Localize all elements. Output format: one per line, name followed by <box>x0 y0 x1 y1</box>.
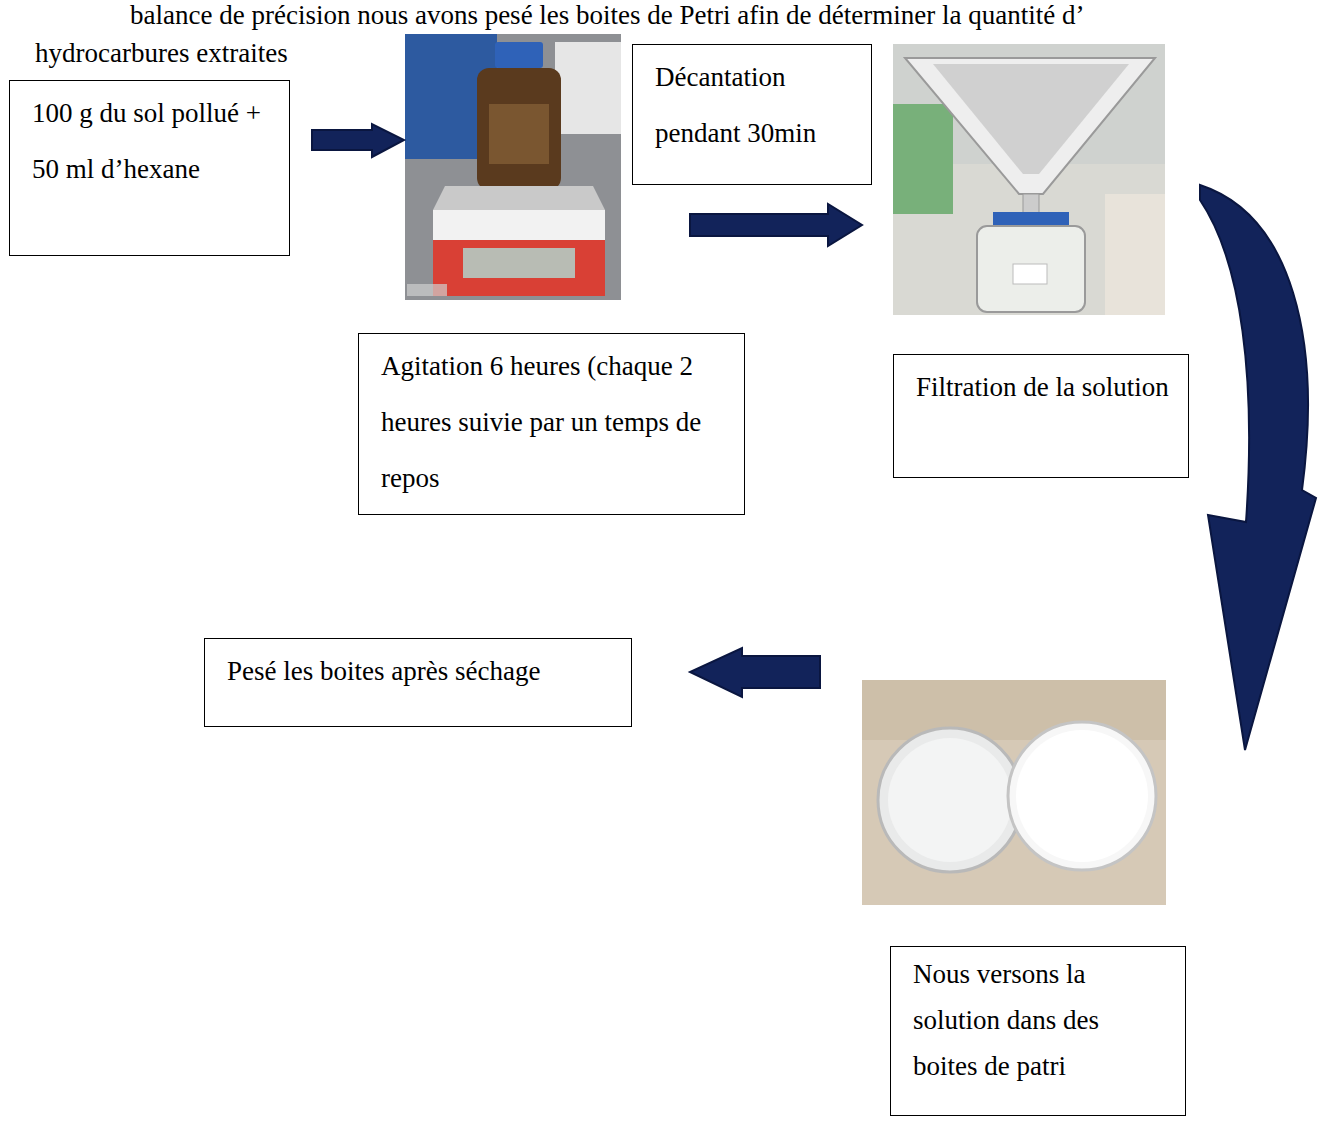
step-box: Nous versons la solution dans des boites… <box>890 946 1186 1116</box>
step-box: Agitation 6 heures (chaque 2 heures suiv… <box>358 333 745 515</box>
step-text: Pesé les boites après séchage <box>227 643 613 699</box>
body-text: hydrocarbures extraites <box>35 38 288 69</box>
body-text: balance de précision nous avons pesé les… <box>130 0 1084 31</box>
step-text: 100 g du sol pollué + 50 ml d’hexane <box>32 85 271 197</box>
step-text: Filtration de la solution <box>916 359 1170 415</box>
step-box: Pesé les boites après séchage <box>204 638 632 727</box>
step-text: Agitation 6 heures (chaque 2 heures suiv… <box>381 338 726 506</box>
step-text: Décantation pendant 30min <box>655 49 853 161</box>
filtration-photo <box>893 44 1165 315</box>
step-text: Nous versons la solution dans des boites… <box>913 951 1167 1089</box>
step-box: 100 g du sol pollué + 50 ml d’hexane <box>9 80 290 256</box>
step-box: Décantation pendant 30min <box>632 44 872 185</box>
stirrer-photo <box>405 34 621 300</box>
petri-photo <box>862 680 1166 905</box>
step-box: Filtration de la solution <box>893 354 1189 478</box>
